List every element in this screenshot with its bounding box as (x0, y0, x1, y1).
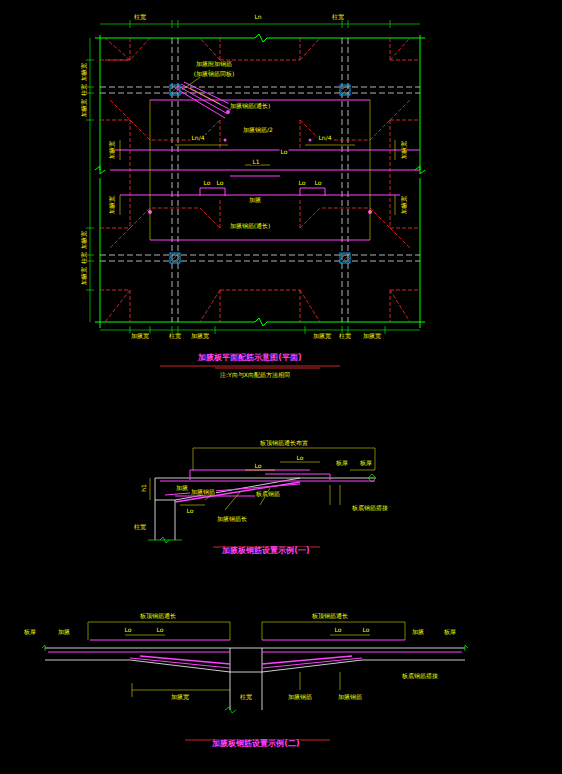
dimension-label: 柱宽 (239, 694, 253, 700)
section-two (42, 622, 468, 740)
dimension-label: 板顶钢筋通长 (139, 613, 177, 619)
caption: 注:Y向与X向配筋方法相同 (219, 372, 291, 378)
rebar-dot (148, 110, 372, 214)
haunch-outline (100, 38, 420, 322)
dimension-label: 加腋钢筋/2 (242, 127, 274, 133)
dimension-label: 加腋宽 (109, 140, 115, 160)
dimension-label: 板底钢筋搭接 (401, 673, 439, 679)
dimension-label: 加腋宽 (81, 62, 87, 82)
dimension-label: 加腋钢筋(通长) (229, 103, 272, 109)
dimension-label: 板厚 (23, 629, 37, 635)
dimension-label: 加腋宽 (81, 230, 87, 250)
dimension-label: 加腋钢筋 (287, 694, 313, 700)
dimension-line (120, 70, 395, 240)
dimension-label: Lo (296, 455, 305, 461)
dimension-label: Lo (280, 149, 289, 155)
dimension-label: Lo (362, 627, 371, 633)
dimension-label: Ln/4 (191, 135, 206, 141)
dimension-label: 加腋宽 (81, 98, 87, 118)
dimension-label: 柱宽 (338, 333, 352, 339)
dimension-label: 加腋宽 (312, 333, 332, 339)
dimension-label: Ln (253, 14, 262, 20)
dimension-label: 加腋钢筋(通长) (229, 223, 272, 229)
dimension-label: Lo (124, 627, 133, 633)
dimension-label: 柱宽 (168, 333, 182, 339)
dimension-label: Lo (186, 508, 195, 514)
dimension-label: 加腋宽 (190, 333, 210, 339)
column-symbol (170, 85, 350, 263)
dimension-label: 板顶钢筋通长布置 (259, 440, 309, 446)
dimension-label: Lo (254, 463, 263, 469)
title: 加腋板平面配筋示意图(平面) (197, 354, 302, 362)
dimension-label: 加腋宽 (401, 195, 407, 215)
dimension-label: 加腋宽 (170, 694, 190, 700)
section-title: 加腋板钢筋设置示例(一) (221, 547, 310, 555)
dimension-label: 加腋宽 (401, 140, 407, 160)
dimension-label: 加腋钢筋 (337, 694, 363, 700)
dimension-label: 柱宽 (133, 14, 147, 20)
dimension-label: 加腋宽 (81, 266, 87, 286)
dimension-label: 加腋宽 (362, 333, 382, 339)
dimension-label: Ln/4 (318, 135, 333, 141)
dimension-label: L1 (251, 159, 260, 165)
dimension-label: Lo (314, 180, 323, 186)
dimension-label: 加腋钢筋 (190, 489, 216, 495)
dimension-label: 柱宽 (81, 83, 87, 97)
dimension-label: h1 (141, 483, 147, 493)
dimension-label: Lo (298, 180, 307, 186)
dimension-label: 板厚 (335, 460, 349, 466)
dimension-label: 加腋钢筋长 (216, 516, 248, 522)
dimension-label: 板底钢筋 (255, 491, 281, 497)
dimension-label: 加腋 (57, 629, 71, 635)
dimension-label: 板厚 (359, 460, 373, 466)
dimension-label: 柱宽 (133, 524, 147, 530)
dimension-label: (加腋钢筋同板) (193, 71, 236, 77)
dimension-label: 加腋宽 (130, 333, 150, 339)
dimension-label: 板底钢筋搭接 (351, 505, 389, 511)
section-title: 加腋板钢筋设置示例(二) (211, 740, 300, 748)
dimension-label: 加腋 (248, 197, 262, 203)
rebar-line (110, 82, 420, 240)
axis-lines (100, 38, 420, 322)
plan-frame (86, 20, 425, 334)
dimension-label: 加腋 (175, 485, 189, 491)
section-one (148, 448, 376, 547)
dimension-label: Lo (334, 627, 343, 633)
dimension-label: 柱宽 (331, 14, 345, 20)
dimension-label: 加腋附加钢筋 (195, 61, 233, 67)
dimension-label: Lo (203, 180, 212, 186)
dimension-label: Lo (216, 180, 225, 186)
dimension-label: Lo (156, 627, 165, 633)
dimension-label: 板厚 (443, 629, 457, 635)
dimension-label: 加腋宽 (109, 195, 115, 215)
dimension-label: 板顶钢筋通长 (311, 613, 349, 619)
dimension-label: 加腋 (411, 629, 425, 635)
title-underline (160, 366, 340, 368)
dimension-label: 柱宽 (81, 251, 87, 265)
